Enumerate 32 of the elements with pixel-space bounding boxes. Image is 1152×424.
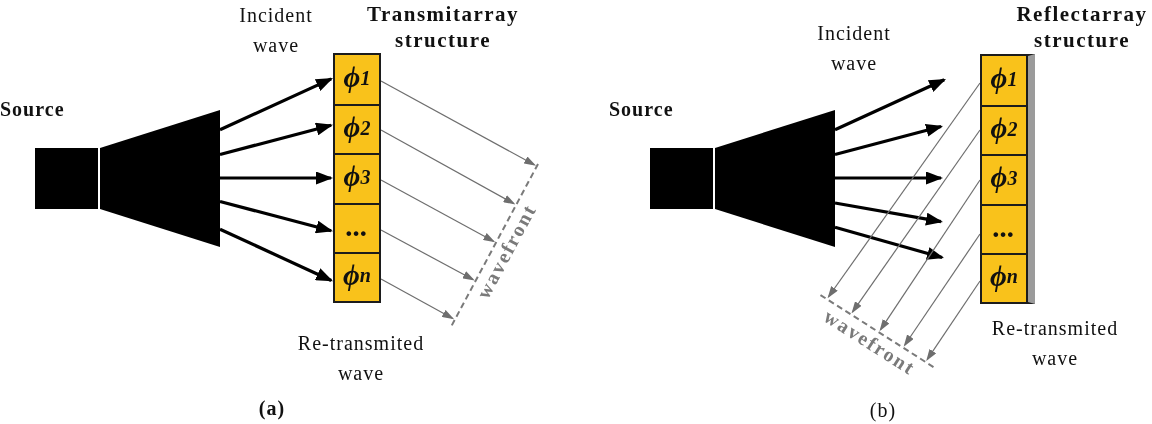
arrow <box>219 122 334 157</box>
wave-label: Incident wave <box>238 3 314 58</box>
arrow <box>903 233 981 347</box>
source-label: Source <box>0 97 65 122</box>
arrow <box>834 201 943 226</box>
wave-label: Incident wave <box>816 21 892 76</box>
subfigure-label: (b) <box>869 398 897 422</box>
structure-label: Reflectarray structure <box>1015 1 1149 53</box>
arrow <box>380 80 537 166</box>
arrow <box>380 229 475 281</box>
phase-cell: ... <box>980 203 1028 253</box>
arrow <box>380 278 455 320</box>
arrow <box>834 124 944 157</box>
wave-label: Re-transmited wave <box>990 316 1120 371</box>
arrow <box>851 129 981 314</box>
arrow <box>380 179 496 243</box>
arrow <box>380 129 516 205</box>
arrow <box>827 82 981 299</box>
arrow <box>219 199 334 234</box>
structure-label: Transmitarray structure <box>365 1 521 53</box>
arrow <box>220 171 333 185</box>
arrow <box>834 78 946 132</box>
source-label: Source <box>609 97 674 122</box>
arrow <box>835 171 943 185</box>
arrow <box>879 179 981 332</box>
arrow <box>926 280 981 362</box>
arrow <box>219 77 333 132</box>
wave-label: Re-transmited wave <box>296 331 426 386</box>
phase-cell: ... <box>333 202 381 252</box>
subfigure-label: (a) <box>258 396 286 420</box>
arrow <box>834 225 944 260</box>
arrow <box>219 227 333 282</box>
